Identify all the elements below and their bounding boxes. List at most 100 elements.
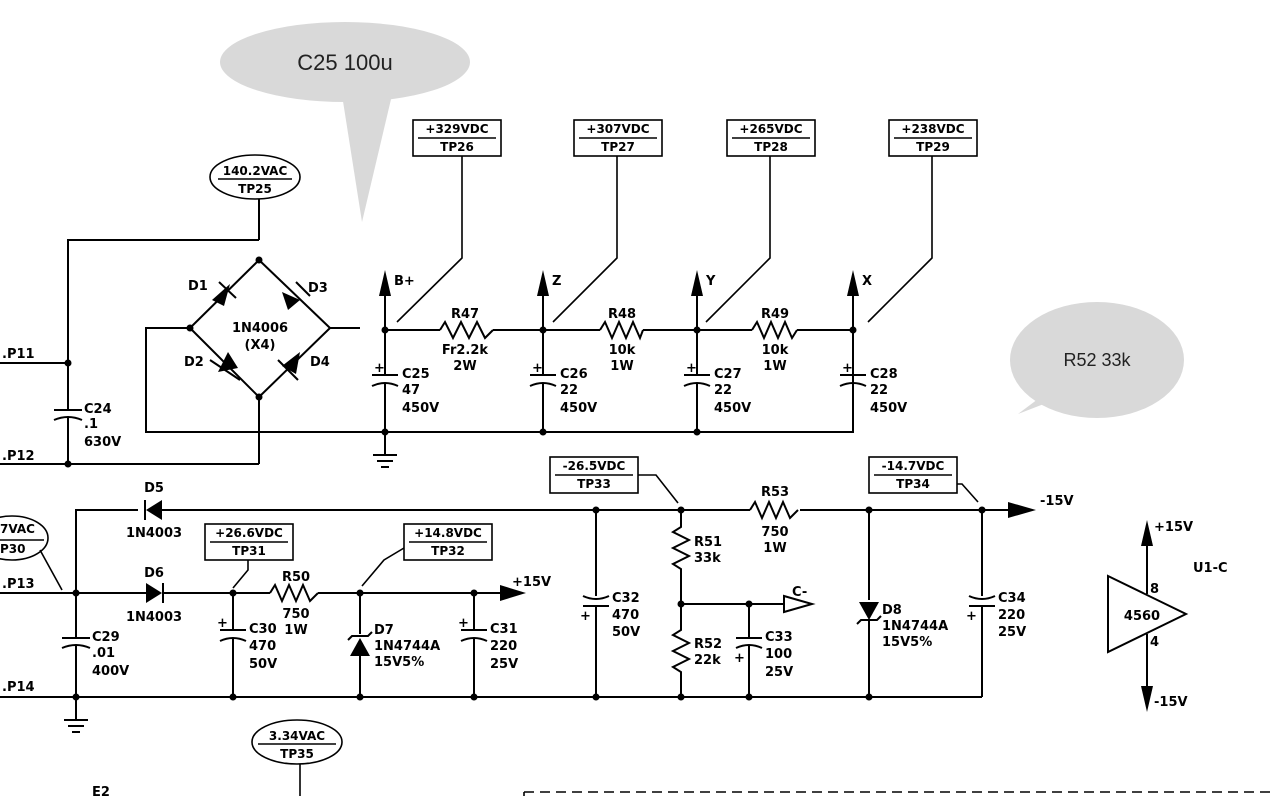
svg-text:25V: 25V [490, 657, 518, 672]
diode-d6: D6 1N4003 [126, 566, 270, 625]
svg-text:R47: R47 [451, 307, 479, 322]
resistor-r53: R53 750 1W [749, 485, 800, 556]
capacitor-c32: + C32 470 50V [580, 510, 640, 697]
svg-text:C26: C26 [560, 367, 588, 382]
svg-text:R53: R53 [761, 485, 789, 500]
svg-text:TP34: TP34 [896, 477, 930, 491]
test-point-tp29: +238VDC TP29 [867, 119, 978, 323]
svg-text:-15V: -15V [1040, 494, 1074, 509]
capacitor-c33: + C33 100 25V [734, 604, 793, 697]
svg-text:220: 220 [998, 608, 1025, 623]
svg-text:100: 100 [765, 647, 792, 662]
svg-text:1W: 1W [284, 623, 307, 638]
svg-text:22: 22 [714, 383, 732, 398]
resistor-r50: R50 750 1W [269, 570, 500, 638]
opamp-u1c: 4560 +15V 8 4 -15V U1-C [1107, 520, 1228, 712]
svg-text:R52: R52 [694, 637, 722, 652]
svg-text:+26.6VDC: +26.6VDC [215, 526, 283, 540]
svg-text:220: 220 [490, 639, 517, 654]
svg-text:+15V: +15V [1154, 520, 1193, 535]
svg-text:+: + [374, 361, 385, 376]
capacitor-c27: + C27 22 450V [683, 330, 751, 432]
svg-text:33k: 33k [694, 551, 721, 566]
svg-text:B+: B+ [394, 274, 415, 289]
svg-text:470: 470 [612, 608, 639, 623]
svg-text:7VAC: 7VAC [0, 522, 35, 536]
capacitor-c30: + C30 470 50V [217, 593, 277, 697]
svg-text:22: 22 [560, 383, 578, 398]
svg-text:C31: C31 [490, 622, 518, 637]
svg-text:C34: C34 [998, 591, 1026, 606]
test-point-tp26: +329VDC TP26 [396, 119, 502, 323]
svg-text:Fr2.2k: Fr2.2k [442, 343, 488, 358]
test-point-tp27: +307VDC TP27 [552, 119, 663, 323]
svg-text:U1-C: U1-C [1193, 561, 1228, 576]
svg-text:1W: 1W [763, 541, 786, 556]
svg-text:22: 22 [870, 383, 888, 398]
connector-p13: .P13 [2, 577, 35, 592]
diode-d1-label: D1 [188, 279, 208, 294]
svg-text:C-: C- [792, 585, 807, 600]
connector-p14: .P14 [2, 680, 35, 695]
bridge-rectifier: D1 D3 D2 D4 1N4006 (X4) [184, 256, 331, 401]
svg-text:+: + [458, 616, 469, 631]
rail-arrow-x: X [847, 270, 872, 330]
capacitor-c28: + C28 22 450V [839, 330, 907, 432]
svg-text:+14.8VDC: +14.8VDC [414, 526, 482, 540]
svg-text:4560: 4560 [1124, 609, 1160, 624]
test-point-tp35: 3.34VAC TP35 [251, 719, 343, 796]
svg-text:1N4003: 1N4003 [126, 526, 182, 541]
svg-text:+238VDC: +238VDC [901, 122, 964, 136]
svg-text:P30: P30 [0, 542, 26, 556]
svg-text:+: + [734, 651, 745, 666]
test-point-tp25: 140.2VAC TP25 [209, 154, 301, 200]
rail-arrow-z: Z [537, 270, 561, 330]
svg-text:630V: 630V [84, 435, 121, 450]
zener-d8: D8 1N4744A 15V5% [856, 510, 948, 697]
capacitor-c31: + C31 220 25V [458, 593, 518, 697]
svg-text:D8: D8 [882, 603, 902, 618]
svg-text:.1: .1 [84, 417, 98, 432]
capacitor-c24: C24 .1 630V [53, 402, 121, 450]
rail-arrow-c-minus: C- [783, 585, 816, 614]
svg-text:C29: C29 [92, 630, 120, 645]
svg-text:+: + [686, 361, 697, 376]
label-e2: E2 [92, 785, 110, 796]
svg-text:+: + [532, 361, 543, 376]
svg-text:X: X [862, 274, 872, 289]
callout-c25-text: C25 100u [297, 50, 392, 75]
test-point-tp31: +26.6VDC TP31 [204, 523, 294, 589]
svg-text:4: 4 [1150, 635, 1159, 650]
resistor-r47: R47 Fr2.2k 2W [439, 307, 494, 374]
svg-text:15V5%: 15V5% [882, 635, 932, 650]
svg-text:470: 470 [249, 639, 276, 654]
svg-text:25V: 25V [998, 625, 1026, 640]
ground-symbol-top [373, 432, 397, 468]
test-point-tp33: -26.5VDC TP33 [549, 456, 679, 504]
callout-r52: R52 33k [1010, 302, 1184, 418]
svg-text:+: + [580, 609, 591, 624]
bridge-part-label: 1N4006 [232, 321, 288, 336]
svg-text:+: + [842, 361, 853, 376]
capacitor-c26: + C26 22 450V [529, 330, 597, 432]
svg-text:.01: .01 [92, 646, 115, 661]
svg-text:3.34VAC: 3.34VAC [269, 729, 325, 743]
svg-text:8: 8 [1150, 582, 1159, 597]
svg-text:1W: 1W [610, 359, 633, 374]
svg-text:C28: C28 [870, 367, 898, 382]
svg-text:TP29: TP29 [916, 140, 950, 154]
connector-p11: .P11 [2, 347, 35, 362]
bridge-qty-label: (X4) [245, 338, 276, 353]
svg-text:450V: 450V [714, 401, 751, 416]
resistor-r49: R49 10k 1W [751, 307, 798, 374]
svg-text:10k: 10k [762, 343, 789, 358]
svg-text:Z: Z [552, 274, 561, 289]
svg-text:50V: 50V [249, 657, 277, 672]
connector-p12: .P12 [2, 449, 35, 464]
test-point-tp32: +14.8VDC TP32 [361, 523, 493, 587]
zener-d7: D7 1N4744A 15V5% [347, 593, 440, 697]
callout-c25: C25 100u [220, 22, 470, 222]
svg-text:R50: R50 [282, 570, 310, 585]
ground-symbol-bottom [64, 719, 88, 733]
svg-text:TP32: TP32 [431, 544, 465, 558]
